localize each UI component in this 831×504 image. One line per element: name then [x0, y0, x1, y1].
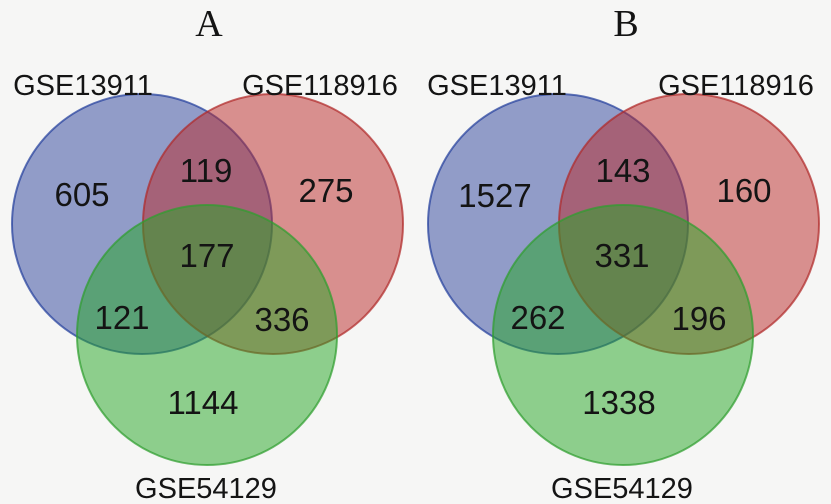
gse54129-circle: [491, 204, 754, 466]
region-count-gse13911-only: 1527: [458, 177, 531, 214]
set-label-gse118916: GSE118916: [658, 70, 814, 102]
panel-title: B: [613, 3, 638, 45]
region-count-gse54129-only: 1338: [582, 384, 655, 421]
venn-svg-a: A GSE13911 GSE118916 GSE54129 605 119 27…: [11, 3, 404, 504]
venn-panel-a: A GSE13911 GSE118916 GSE54129 605 119 27…: [11, 3, 404, 504]
region-count-gse13911-only: 605: [54, 176, 109, 213]
set-label-gse13911: GSE13911: [427, 70, 567, 102]
set-label-gse13911: GSE13911: [13, 70, 153, 102]
venn-panel-b: B GSE13911 GSE118916 GSE54129 1527 143 1…: [416, 0, 831, 504]
region-count-gse118916-only: 275: [298, 172, 353, 209]
region-count-gse54129-only: 1144: [168, 384, 239, 421]
region-count-gse118916-only: 160: [716, 172, 771, 209]
gse54129-circle: [76, 204, 338, 466]
set-label-gse118916: GSE118916: [242, 70, 398, 102]
region-count-all-three: 331: [594, 237, 649, 274]
venn-svg-b: B GSE13911 GSE118916 GSE54129 1527 143 1…: [426, 3, 820, 504]
region-count-gse118916-gse54129: 196: [671, 300, 726, 337]
region-count-gse13911-gse54129: 121: [94, 299, 149, 336]
region-count-gse13911-gse118916: 143: [595, 152, 650, 189]
set-label-gse54129: GSE54129: [135, 473, 277, 504]
region-count-gse118916-gse54129: 336: [254, 301, 309, 338]
set-label-gse54129: GSE54129: [551, 473, 693, 504]
region-count-gse13911-gse54129: 262: [510, 299, 565, 336]
region-count-all-three: 177: [179, 237, 234, 274]
panel-title: A: [195, 3, 223, 45]
region-count-gse13911-gse118916: 119: [180, 152, 233, 189]
